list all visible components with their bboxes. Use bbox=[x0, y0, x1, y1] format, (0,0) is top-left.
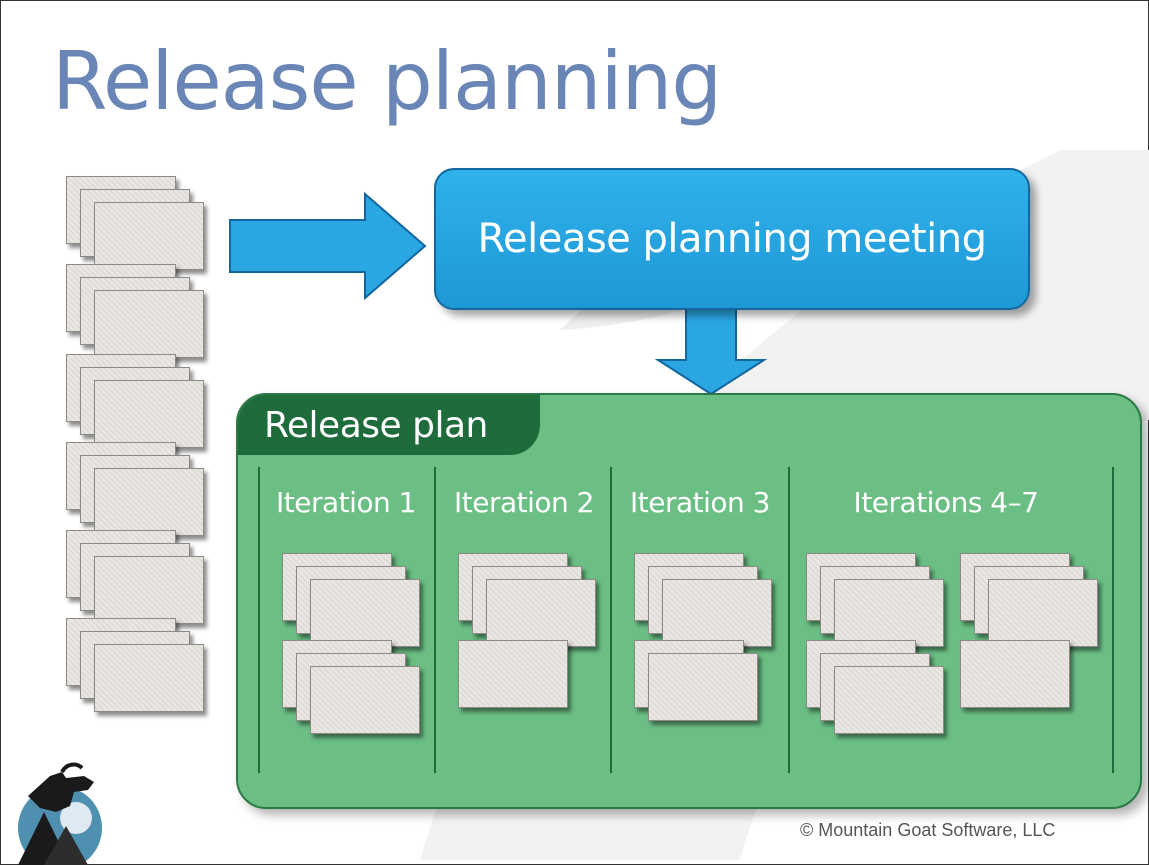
story-card bbox=[834, 579, 944, 647]
story-card bbox=[486, 579, 596, 647]
iteration-divider bbox=[258, 467, 260, 773]
story-card bbox=[310, 579, 420, 647]
iteration-2-label: Iteration 2 bbox=[454, 486, 594, 519]
story-card bbox=[94, 380, 204, 448]
release-planning-meeting-box: Release planning meeting bbox=[434, 168, 1030, 310]
iteration-3-label: Iteration 3 bbox=[630, 486, 770, 519]
slide-title: Release planning bbox=[52, 35, 722, 128]
release-plan-tab: Release plan bbox=[238, 395, 540, 455]
iteration-divider bbox=[788, 467, 790, 773]
story-card bbox=[960, 640, 1070, 708]
right-arrow-icon bbox=[229, 191, 427, 301]
story-card bbox=[94, 202, 204, 270]
story-card bbox=[94, 290, 204, 358]
iteration-1-label: Iteration 1 bbox=[276, 486, 416, 519]
story-card bbox=[94, 644, 204, 712]
story-card bbox=[458, 640, 568, 708]
meeting-label: Release planning meeting bbox=[477, 216, 987, 262]
iteration-divider bbox=[1112, 467, 1114, 773]
iterations-4-7-label: Iterations 4–7 bbox=[853, 486, 1039, 519]
iteration-divider bbox=[610, 467, 612, 773]
release-plan-label: Release plan bbox=[264, 405, 488, 446]
iteration-divider bbox=[434, 467, 436, 773]
story-card bbox=[988, 579, 1098, 647]
story-card bbox=[834, 666, 944, 734]
story-card bbox=[94, 468, 204, 536]
story-card bbox=[662, 579, 772, 647]
story-card bbox=[310, 666, 420, 734]
copyright-text: © Mountain Goat Software, LLC bbox=[800, 820, 1056, 840]
story-card bbox=[648, 653, 758, 721]
story-card bbox=[94, 556, 204, 624]
down-arrow-icon bbox=[654, 303, 768, 396]
